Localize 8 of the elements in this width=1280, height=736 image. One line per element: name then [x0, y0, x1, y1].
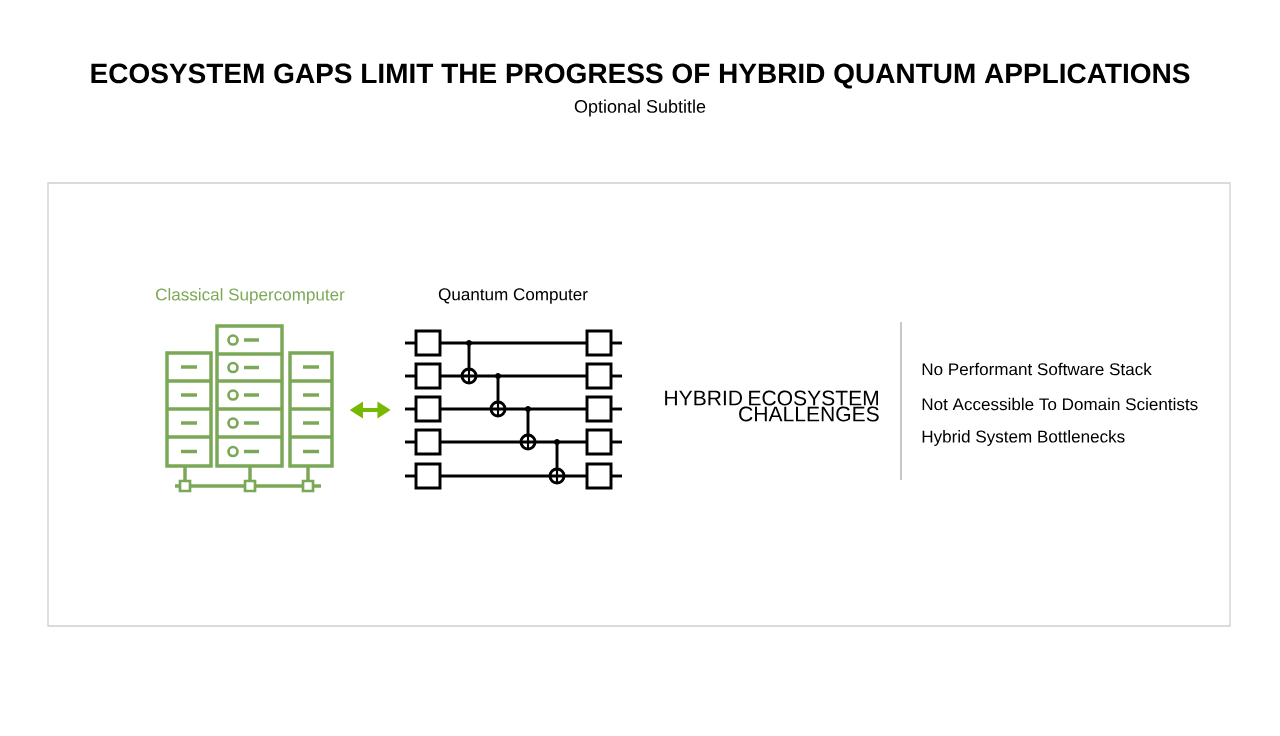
title: ECOSYSTEM GAPS LIMIT THE PROGRESS OF HYBRID QUANTUM APPLICATIONS [91, 63, 1190, 89]
subtitle: Optional Subtitle [574, 99, 706, 117]
challenge-item: Hybrid System Bottlenecks [922, 430, 1125, 446]
challenge-item: No Performant Software Stack [922, 362, 1152, 376]
node-heading: Classical Supercomputer [156, 288, 345, 304]
challenges-heading: HYBRID ECOSYSTEM CHALLENGES [665, 390, 879, 422]
challenge-item: Not Accessible To Domain Scientists [922, 397, 1198, 411]
node-heading: Quantum Computer [438, 288, 588, 304]
